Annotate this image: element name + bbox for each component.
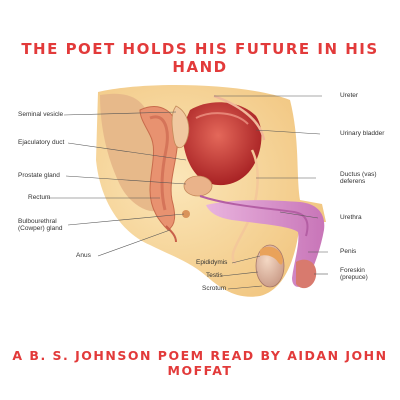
label-prostate-gland: Prostate gland [18,172,60,179]
label-foreskin-1: Foreskin [340,267,365,274]
bulbourethral-gland-organ [182,210,190,218]
glans [296,259,317,289]
vas-deferens-tube [231,149,259,265]
leader-lines [48,95,328,290]
label-epididymis: Epididymis [196,259,228,266]
urinary-bladder-organ [182,102,262,186]
label-bulbourethral-2: (Cowper) gland [18,225,63,232]
penis-organ [206,200,325,287]
label-seminal-vesicle: Seminal vesicle [18,111,64,118]
epididymis-organ [260,246,283,265]
label-scrotum: Scrotum [202,285,227,292]
label-rectum: Rectum [28,194,51,201]
label-anus: Anus [76,252,91,259]
label-testis: Testis [206,272,223,279]
label-penis: Penis [340,248,357,255]
seminal-vesicle-organ [171,105,190,149]
label-bulbourethral-1: Bulbourethral [18,218,57,225]
ureter-tube [213,94,266,141]
urethra-tube [199,195,309,237]
label-ureter: Ureter [340,92,359,99]
label-ejaculatory-duct: Ejaculatory duct [18,139,65,146]
cover-subtitle: A B. S. JOHNSON POEM READ BY AIDAN JOHN … [12,348,388,378]
cover-title: THE POET HOLDS HIS FUTURE IN HIS HAND [21,40,379,76]
label-urinary-bladder: Urinary bladder [340,130,385,137]
label-ductus-1: Ductus (vas) [340,171,377,178]
label-foreskin-2: (prepuce) [340,274,368,281]
label-urethra: Urethra [340,214,362,221]
label-ductus-2: deferens [340,178,366,185]
prostate-organ [183,175,213,197]
